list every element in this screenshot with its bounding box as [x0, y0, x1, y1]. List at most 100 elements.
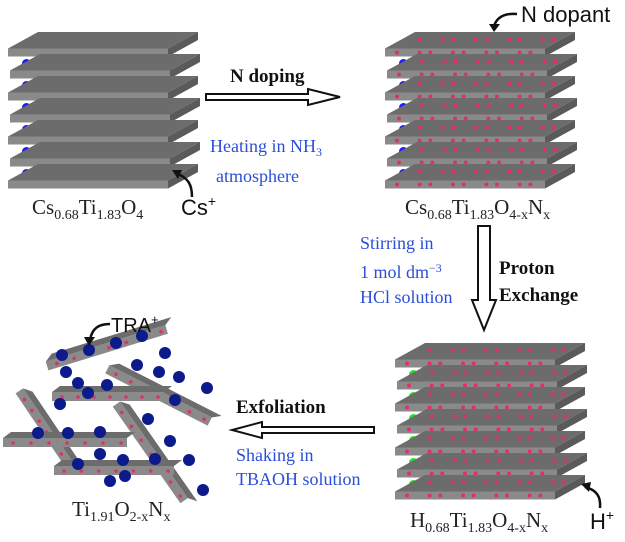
- n-dopant-dot: [552, 370, 557, 375]
- n-dopant-dot: [440, 383, 445, 388]
- slab-side: [54, 466, 174, 475]
- n-dopant-dot: [202, 417, 206, 422]
- n-dopant-dot: [517, 50, 522, 55]
- n-dopant-dot: [486, 59, 491, 64]
- slab-top: [8, 120, 198, 137]
- n-dopant-dot: [29, 441, 33, 445]
- n-dopant-dot: [47, 441, 51, 445]
- n-dopant-dot: [450, 348, 455, 353]
- slab-end: [170, 54, 200, 79]
- n-dopant-dot: [30, 408, 34, 413]
- n-dopant-dot: [22, 397, 27, 402]
- n-dopant-dot: [520, 59, 524, 64]
- n-dopant-dot: [550, 348, 555, 353]
- n-dopant-dot: [495, 94, 499, 99]
- slab-end: [555, 343, 585, 368]
- n-dopant-dot: [119, 441, 123, 445]
- n-dopant-dot: [428, 94, 433, 99]
- tba-ion: [72, 377, 84, 389]
- n-dopant-dot: [405, 361, 409, 366]
- tba-ion: [159, 347, 171, 359]
- n-dopant-dot: [452, 370, 457, 375]
- tba-ion: [94, 448, 106, 460]
- tba-ion: [153, 366, 165, 378]
- n-dopant-dot: [463, 72, 468, 77]
- n-dopant-dot: [542, 59, 547, 64]
- slab-end: [555, 387, 585, 412]
- n-dopant-dot: [438, 493, 443, 498]
- slab-end: [545, 76, 575, 101]
- n-dopant-dot: [484, 169, 489, 174]
- n-dopant-dot: [428, 348, 432, 353]
- n-dopant-dot: [397, 116, 401, 121]
- slab-top: [387, 98, 577, 115]
- n-dopant-dot: [551, 81, 556, 86]
- n-dopant-dot: [528, 138, 533, 143]
- n-dopant-dot: [54, 361, 59, 366]
- n-dopant-dot: [519, 414, 524, 419]
- n-dopant-dot: [505, 405, 509, 410]
- n-dopant-dot: [518, 125, 522, 130]
- slab-top: [8, 164, 198, 181]
- n-dopant-dot: [517, 348, 522, 353]
- n-dopant-dot: [471, 449, 476, 454]
- n-dopant-dot: [486, 72, 491, 77]
- n-dopant-dot: [519, 160, 524, 165]
- n-dopant-dot: [476, 147, 480, 152]
- n-dopant-dot: [461, 493, 465, 498]
- slab-top: [8, 76, 198, 93]
- n-dopant-dot: [407, 427, 411, 432]
- n-dopant-dot: [37, 419, 41, 424]
- slab-end: [557, 365, 587, 390]
- n-dopant-dot: [131, 469, 136, 473]
- n-dopant-dot: [418, 37, 422, 42]
- tba-ion: [72, 458, 84, 470]
- n-dopant-dot: [407, 471, 411, 476]
- n-dopant-dot: [420, 147, 424, 152]
- cs-ion-label: Cs+: [181, 193, 217, 220]
- n-dopant-dot: [405, 405, 409, 410]
- n-dopant-dot: [429, 471, 434, 476]
- h-ion-pointer-head: [581, 482, 591, 492]
- n-dopant-dot: [463, 383, 467, 388]
- tba-ion-label: TRA+: [111, 312, 159, 337]
- n-dopant-dot: [484, 94, 489, 99]
- n-dopant-dot: [473, 427, 478, 432]
- n-dopant-dot: [542, 103, 547, 108]
- n-dopant-dot: [114, 469, 118, 473]
- n-dopant-dot: [517, 138, 522, 143]
- slab-end: [545, 120, 575, 145]
- tba-ion: [136, 330, 148, 342]
- n-dopant-dot: [517, 392, 522, 397]
- n-dopant-dot: [463, 116, 468, 121]
- n-dopant-dot: [72, 356, 76, 361]
- n-dopant-dot: [128, 380, 133, 384]
- n-dopant-dot: [497, 72, 501, 77]
- n-dopant-dot: [519, 72, 524, 77]
- n-dopant-dot: [107, 345, 111, 350]
- slab-end: [547, 142, 577, 167]
- slab-top: [397, 365, 587, 382]
- n-dopant-dot: [451, 37, 456, 42]
- n-dopant-dot: [494, 493, 499, 498]
- n-dopant-dot: [461, 480, 466, 485]
- n-dopant-dot: [440, 37, 445, 42]
- n-dopant-dot: [540, 169, 545, 174]
- n-dopant-dot: [428, 436, 432, 441]
- n-dopant-dot: [530, 370, 534, 375]
- tba-ion: [101, 379, 113, 391]
- n-dopant-dot: [561, 480, 566, 485]
- slab-side: [8, 180, 168, 189]
- n-dopant-dot: [473, 383, 478, 388]
- n-dopant-dot: [484, 480, 488, 485]
- n-dopant-dot: [518, 81, 522, 86]
- slab-top: [8, 32, 198, 49]
- n-dopant-dot: [551, 125, 556, 130]
- n-dopant-dot: [518, 169, 522, 174]
- n-dopant-dot: [108, 395, 112, 399]
- n-dopant-dot: [497, 160, 501, 165]
- n-dopant-dot: [430, 72, 435, 77]
- slab-end: [168, 32, 198, 57]
- n-dopant-dot: [519, 458, 524, 463]
